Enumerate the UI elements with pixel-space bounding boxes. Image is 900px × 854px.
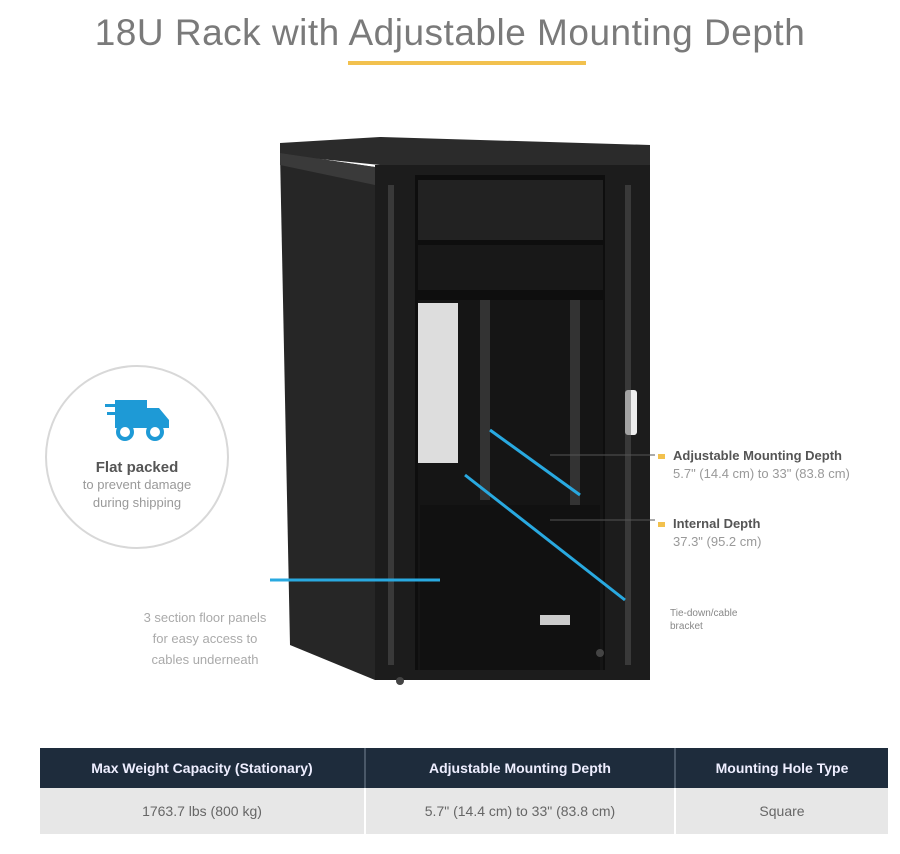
- delivery-truck-icon: [105, 400, 169, 441]
- table-cell: 5.7" (14.4 cm) to 33" (83.8 cm): [365, 788, 676, 834]
- table-cell: 1763.7 lbs (800 kg): [40, 788, 366, 834]
- floor-panel-note: 3 section floor panels for easy access t…: [105, 607, 305, 670]
- bracket-note-line2: bracket: [670, 621, 703, 632]
- table-row: 1763.7 lbs (800 kg) 5.7" (14.4 cm) to 33…: [40, 788, 888, 834]
- bracket-note: Tie-down/cable bracket: [670, 607, 737, 633]
- badge-line1: to prevent damage: [82, 477, 192, 492]
- table-cell: Square: [675, 788, 888, 834]
- flat-packed-badge: Flat packed to prevent damage during shi…: [45, 365, 229, 549]
- spec-table: Max Weight Capacity (Stationary) Adjusta…: [40, 748, 888, 834]
- bracket: [540, 615, 570, 625]
- table-header: Adjustable Mounting Depth: [365, 748, 676, 788]
- floor-note-line3: cables underneath: [151, 652, 259, 667]
- bracket-note-line1: Tie-down/cable: [670, 608, 738, 619]
- table-header: Max Weight Capacity (Stationary): [40, 748, 366, 788]
- server-rack-image: [270, 137, 655, 685]
- callout-internal-depth: Internal Depth 37.3" (95.2 cm): [658, 516, 761, 549]
- table-header: Mounting Hole Type: [675, 748, 888, 788]
- floor-note-line1: 3 section floor panels: [143, 610, 267, 625]
- callout-mounting-depth: Adjustable Mounting Depth 5.7" (14.4 cm)…: [658, 448, 850, 481]
- title-underline: [348, 61, 586, 65]
- badge-line2: during shipping: [92, 495, 182, 510]
- badge-title: Flat packed: [95, 459, 179, 476]
- page-title: 18U Rack with Adjustable Mounting Depth: [94, 12, 806, 53]
- floor-note-line2: for easy access to: [152, 631, 258, 646]
- callout-value: 37.3" (95.2 cm): [673, 534, 762, 549]
- bullet-icon: [658, 454, 665, 460]
- table-header-row: Max Weight Capacity (Stationary) Adjusta…: [40, 748, 888, 788]
- bullet-icon: [658, 522, 665, 528]
- callout-heading: Adjustable Mounting Depth: [673, 448, 842, 463]
- callout-value: 5.7" (14.4 cm) to 33" (83.8 cm): [673, 466, 850, 481]
- callout-heading: Internal Depth: [673, 516, 761, 531]
- rack-side-panel: [280, 153, 375, 680]
